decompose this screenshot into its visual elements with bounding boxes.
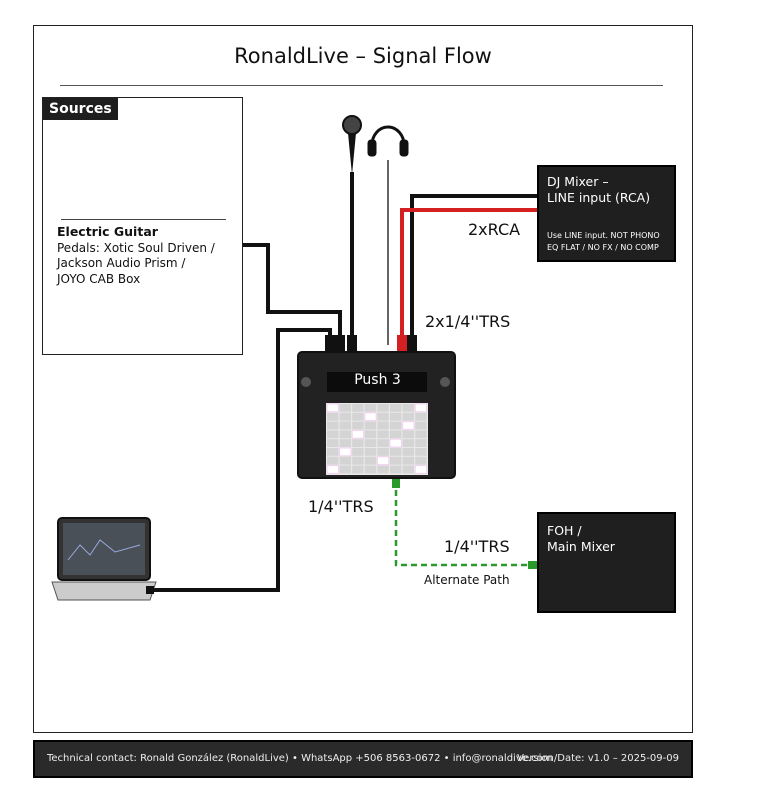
pad-lit <box>376 456 390 466</box>
pad <box>415 421 427 430</box>
pad <box>377 430 389 439</box>
pad <box>390 404 402 412</box>
footer-version: Version/Date: v1.0 – 2025-09-09 <box>517 753 679 764</box>
push3-label: Push 3 <box>354 372 401 388</box>
pedals-line-2: Jackson Audio Prism / <box>57 256 186 270</box>
pad-lit <box>339 447 352 457</box>
pad <box>377 448 389 456</box>
pad-lit <box>414 403 428 413</box>
rca-label: 2xRCA <box>468 220 521 239</box>
headphones-icon <box>367 125 409 157</box>
pad <box>352 456 364 465</box>
pad <box>364 465 377 474</box>
pad <box>390 465 402 474</box>
dj-mixer-input: LINE input (RCA) <box>547 190 651 205</box>
pad <box>339 456 351 465</box>
instrument-label: Electric Guitar <box>57 224 158 239</box>
diagram-frame <box>33 25 693 733</box>
sources-panel: Sources Electric Guitar Pedals: Xotic So… <box>42 97 243 355</box>
pad-lit <box>326 465 339 474</box>
sources-tag: Sources <box>43 98 118 120</box>
pad <box>402 456 414 465</box>
pedals-line-1: Pedals: Xotic Soul Driven / <box>57 240 215 255</box>
pad <box>364 404 377 412</box>
pad <box>327 439 339 447</box>
pad-lit <box>389 438 402 448</box>
pad <box>402 404 414 412</box>
guitar-cable <box>243 243 342 345</box>
pad <box>390 412 402 421</box>
pad <box>339 465 351 474</box>
pad <box>339 421 351 430</box>
pad <box>390 430 402 439</box>
pad <box>402 430 414 439</box>
pad <box>327 456 339 465</box>
pad <box>352 412 364 421</box>
pad <box>339 430 351 439</box>
pad-lit <box>402 421 415 430</box>
pad <box>402 448 414 456</box>
pad <box>402 439 414 447</box>
pad <box>364 448 377 456</box>
pad <box>352 421 364 430</box>
foh-subtitle: Main Mixer <box>547 539 615 554</box>
pad <box>402 412 414 421</box>
dj-mixer-note-2: EQ FLAT / NO FX / NO COMP <box>547 243 659 252</box>
page-title: RonaldLive – Signal Flow <box>234 44 492 68</box>
pad-lit <box>351 429 365 439</box>
pedals-line-3: JOYO CAB Box <box>57 271 141 286</box>
rca-red-cable <box>400 208 537 345</box>
dj-mixer-title: DJ Mixer – <box>547 174 609 189</box>
laptop-icon <box>51 517 157 601</box>
pad <box>377 404 389 412</box>
pad <box>352 465 364 474</box>
pad <box>415 456 427 465</box>
pad-lit <box>326 403 339 413</box>
pad <box>377 465 389 474</box>
trs-foh-label: 1/4''TRS <box>444 537 510 556</box>
push3-device <box>297 351 456 479</box>
microphone-icon <box>342 115 362 175</box>
pad <box>327 421 339 430</box>
pad <box>339 404 351 412</box>
pad <box>415 439 427 447</box>
foh-mixer-box: FOH /Main Mixer <box>537 512 676 613</box>
pad <box>339 412 351 421</box>
pad <box>352 439 364 447</box>
pad <box>364 421 377 430</box>
footer-bar: Technical contact: Ronald González (Rona… <box>33 740 693 778</box>
pad <box>352 448 364 456</box>
pad <box>390 456 402 465</box>
footer-contact: Technical contact: Ronald González (Rona… <box>47 753 553 764</box>
trs-input-label: 2x1/4''TRS <box>425 312 511 331</box>
dj-mixer-box: DJ Mixer –LINE input (RCA) Use LINE inpu… <box>537 165 676 262</box>
pad <box>327 430 339 439</box>
pad <box>377 412 389 421</box>
alternate-path-cable <box>394 480 530 567</box>
dj-mixer-note-1: Use LINE input. NOT PHONO <box>547 231 660 240</box>
pad <box>415 412 427 421</box>
pad <box>364 430 377 439</box>
rca-black-cable <box>410 194 537 345</box>
trs-output-label: 1/4''TRS <box>308 497 374 516</box>
foh-title: FOH / <box>547 523 582 538</box>
pad-lit <box>364 412 377 422</box>
pad <box>390 448 402 456</box>
pad <box>339 439 351 447</box>
pad <box>415 430 427 439</box>
pad <box>364 439 377 447</box>
alternate-path-label: Alternate Path <box>424 573 510 587</box>
pad <box>327 412 339 421</box>
pad <box>364 456 377 465</box>
sources-divider <box>61 219 226 220</box>
pad <box>415 448 427 456</box>
pad <box>352 404 364 412</box>
pad <box>390 421 402 430</box>
pad <box>402 465 414 474</box>
pad <box>327 448 339 456</box>
pad <box>377 421 389 430</box>
pad-lit <box>414 465 428 474</box>
pad <box>377 439 389 447</box>
title-divider <box>60 85 663 86</box>
